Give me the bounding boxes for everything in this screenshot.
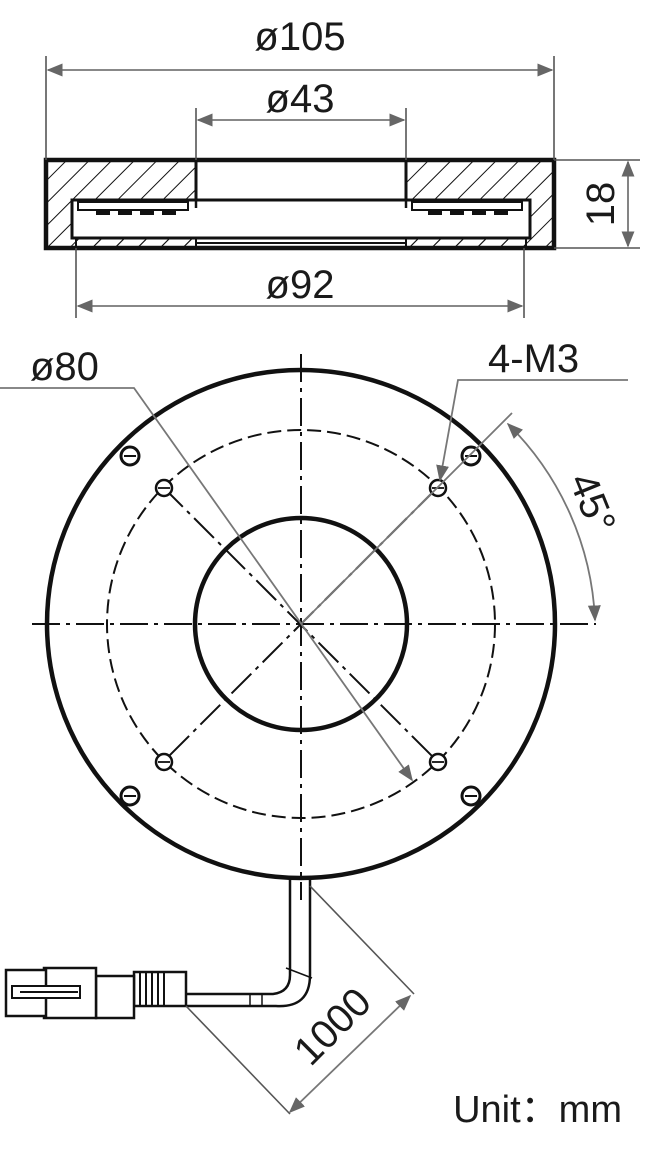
dim-inner-diameter: ø43 — [266, 77, 335, 121]
dim-bolt-circle: ø80 — [30, 345, 99, 389]
dim-height: 18 — [579, 182, 623, 227]
leader-bolt-circle — [0, 387, 413, 782]
dim-outer-diameter: ø105 — [254, 15, 345, 59]
unit-label: Unit：mm — [453, 1089, 622, 1131]
mounting-screw-tr — [460, 445, 482, 467]
angle-extension-line — [300, 412, 513, 625]
mounting-screw-br — [460, 785, 482, 807]
screw-hole-m3-bl — [154, 752, 174, 772]
dim-line-cable — [288, 994, 412, 1114]
dim-angle: 45° — [560, 467, 623, 540]
mounting-screw-bl — [119, 785, 141, 807]
leader-screw-spec — [436, 379, 628, 482]
top-view: ø80 4-M3 45° 1000 — [0, 337, 628, 1115]
connector — [4, 966, 188, 1020]
section-outline — [43, 157, 557, 251]
dim-base-diameter: ø92 — [266, 263, 335, 307]
mounting-screw-tl — [119, 445, 141, 467]
led-pcb-right — [411, 201, 523, 215]
dim-cable-length: 1000 — [286, 980, 380, 1074]
cable — [186, 880, 313, 1008]
side-section-view: ø105 ø43 18 ø92 — [43, 15, 640, 318]
led-pcb-left — [77, 201, 189, 215]
screw-hole-m3-tl — [154, 478, 174, 498]
dim-screw-spec: 4-M3 — [488, 337, 579, 381]
screw-hole-m3-br — [428, 752, 448, 772]
angle-arc — [506, 422, 601, 622]
